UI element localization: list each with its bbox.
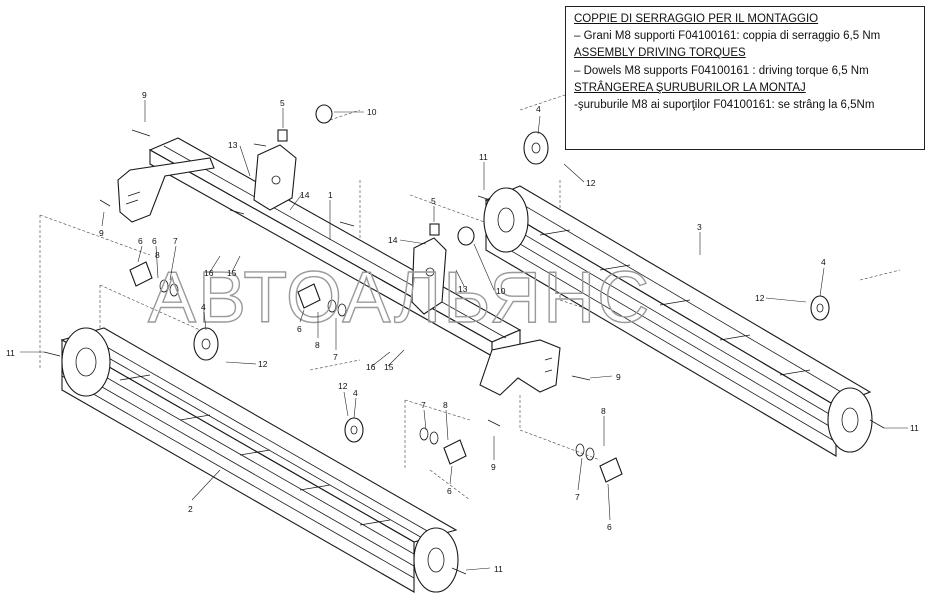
callout-labels: 1 2 3 4 4 4 4 5 5 6 6 6 6 6 7 7 7 7 8 8 … <box>6 90 919 574</box>
callout-4: 4 <box>353 388 358 398</box>
callout-4: 4 <box>821 257 826 267</box>
callout-9: 9 <box>491 462 496 472</box>
callout-7: 7 <box>421 400 426 410</box>
callout-2: 2 <box>188 504 193 514</box>
callout-7: 7 <box>575 492 580 502</box>
callout-8: 8 <box>315 340 320 350</box>
callout-9: 9 <box>142 90 147 100</box>
callout-7: 7 <box>333 352 338 362</box>
callout-6: 6 <box>607 522 612 532</box>
callout-6: 6 <box>447 486 452 496</box>
callout-12: 12 <box>338 381 348 391</box>
torque-heading-italian: COPPIE DI SERRAGGIO PER IL MONTAGGIO <box>574 13 819 25</box>
callout-11: 11 <box>6 348 15 358</box>
roller-2 <box>60 327 459 593</box>
torque-note-italian: – Grani M8 supporti F04100161: coppia di… <box>574 30 881 43</box>
callout-12: 12 <box>586 178 596 188</box>
callout-13: 13 <box>228 140 238 150</box>
callout-11: 11 <box>494 564 503 574</box>
callout-14: 14 <box>388 235 398 245</box>
assembly-torque-notes: COPPIE DI SERRAGGIO PER IL MONTAGGIO – G… <box>565 6 925 150</box>
callout-16: 16 <box>366 362 376 372</box>
callout-8: 8 <box>601 406 606 416</box>
callout-1: 1 <box>328 190 333 200</box>
torque-note-english: – Dowels M8 supports F04100161 : driving… <box>574 64 869 77</box>
callout-8: 8 <box>443 400 448 410</box>
main-frame <box>117 137 561 396</box>
callout-6: 6 <box>152 236 157 246</box>
callout-6: 6 <box>138 236 143 246</box>
callout-5: 5 <box>280 98 285 108</box>
small-parts <box>43 104 885 575</box>
torque-heading-romanian: STRÂNGEREA ŞURUBURILOR LA MONTAJ <box>574 81 806 94</box>
torque-heading-english: ASSEMBLY DRIVING TORQUES <box>574 47 746 60</box>
callout-12: 12 <box>258 359 268 369</box>
callout-10: 10 <box>496 286 506 296</box>
callout-3: 3 <box>697 222 702 232</box>
callout-4: 4 <box>201 302 206 312</box>
callout-11: 11 <box>910 423 919 433</box>
callout-6: 6 <box>297 324 302 334</box>
callout-13: 13 <box>458 284 468 294</box>
callout-9: 9 <box>616 372 621 382</box>
torque-note-romanian: -şuruburile M8 ai suporţilor F04100161: … <box>574 99 875 112</box>
leader-lines <box>20 100 908 571</box>
callout-15: 15 <box>227 268 237 278</box>
callout-7: 7 <box>173 236 178 246</box>
callout-12: 12 <box>755 293 765 303</box>
callout-8: 8 <box>155 250 160 260</box>
callout-16: 16 <box>204 268 214 278</box>
callout-11: 11 <box>479 152 488 162</box>
callout-14: 14 <box>300 190 310 200</box>
callout-9: 9 <box>99 228 104 238</box>
callout-4: 4 <box>536 104 541 114</box>
callout-5: 5 <box>431 196 436 206</box>
callout-10: 10 <box>367 107 377 117</box>
roller-3 <box>483 185 873 457</box>
watermark-text: АВТОАЛЬЯНС <box>148 258 651 338</box>
callout-15: 15 <box>384 362 394 372</box>
